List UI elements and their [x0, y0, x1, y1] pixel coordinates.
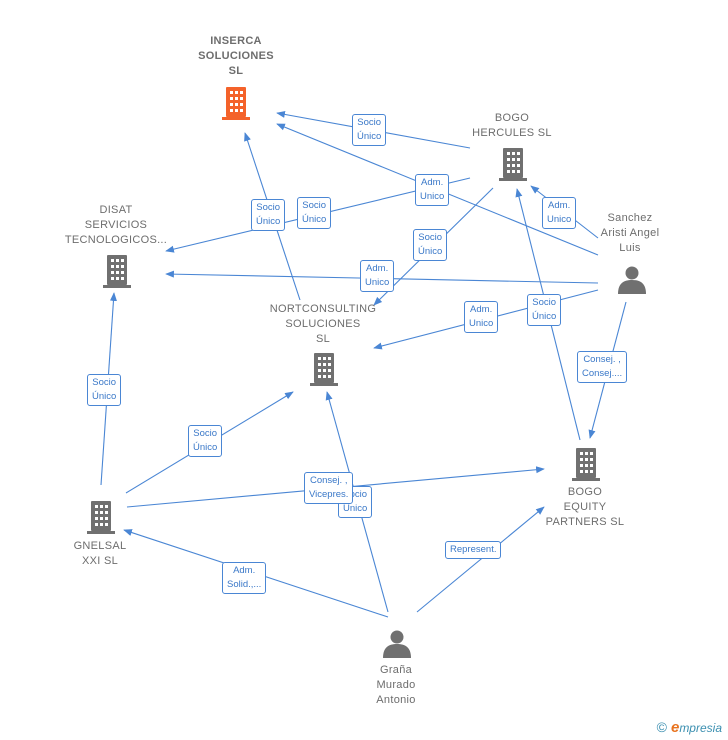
edge-label-bh-ns[interactable]: Socio Único: [413, 229, 448, 261]
edge-label-ns-inserca[interactable]: Socio Único: [251, 199, 286, 231]
edge-label-gn-ns[interactable]: Socio Único: [188, 425, 223, 457]
edge-label-grana-be[interactable]: Represent.: [445, 541, 502, 559]
node-label-bogo-equity[interactable]: BOGO EQUITY PARTNERS SL: [545, 486, 625, 528]
copyright-notice: © empresia: [657, 719, 722, 736]
person-icon[interactable]: [618, 266, 646, 295]
node-label-grana[interactable]: Graña Murado Antonio: [376, 664, 416, 706]
node-label-sanchez[interactable]: Sanchez Aristi Angel Luis: [600, 212, 660, 254]
person-icon[interactable]: [383, 630, 411, 659]
node-label-inserca[interactable]: INSERCA SOLUCIONES SL: [198, 35, 274, 77]
edge-label-gn-be[interactable]: Consej. , Vicepres.: [304, 472, 354, 504]
edge-label-san-bh[interactable]: Adm. Unico: [542, 197, 577, 229]
edge-label-san-disat[interactable]: Adm. Unico: [360, 260, 395, 292]
edge-label-gn-disat[interactable]: Socio Único: [87, 374, 122, 406]
edge-label-be-bh[interactable]: Socio Único: [527, 294, 562, 326]
edge-label-bh-inserca[interactable]: Socio Único: [352, 114, 387, 146]
node-label-disat[interactable]: DISAT SERVICIOS TECNOLOGICOS...: [64, 204, 168, 246]
edge-label-san-be[interactable]: Consej. , Consej....: [577, 351, 628, 383]
copyright-symbol: ©: [656, 719, 667, 735]
brand-logo: empresia: [670, 719, 722, 736]
edge-label-bh-disat[interactable]: Socio Único: [297, 197, 332, 229]
building-windows: [95, 91, 593, 526]
node-label-bogo-hercules[interactable]: BOGO HERCULES SL: [472, 112, 552, 139]
node-label-gnelsal[interactable]: GNELSAL XXI SL: [73, 540, 127, 567]
node-label-nortconsulting[interactable]: NORTCONSULTING SOLUCIONES SL: [269, 303, 377, 345]
edges: [100, 110, 627, 618]
edge-grana-be: [416, 506, 545, 613]
edge-label-san-ns[interactable]: Adm. Unico: [464, 301, 499, 333]
edge-label-san-inserca[interactable]: Adm. Unico: [415, 174, 450, 206]
edge-label-grana-gn[interactable]: Adm. Solid.,...: [222, 562, 267, 594]
